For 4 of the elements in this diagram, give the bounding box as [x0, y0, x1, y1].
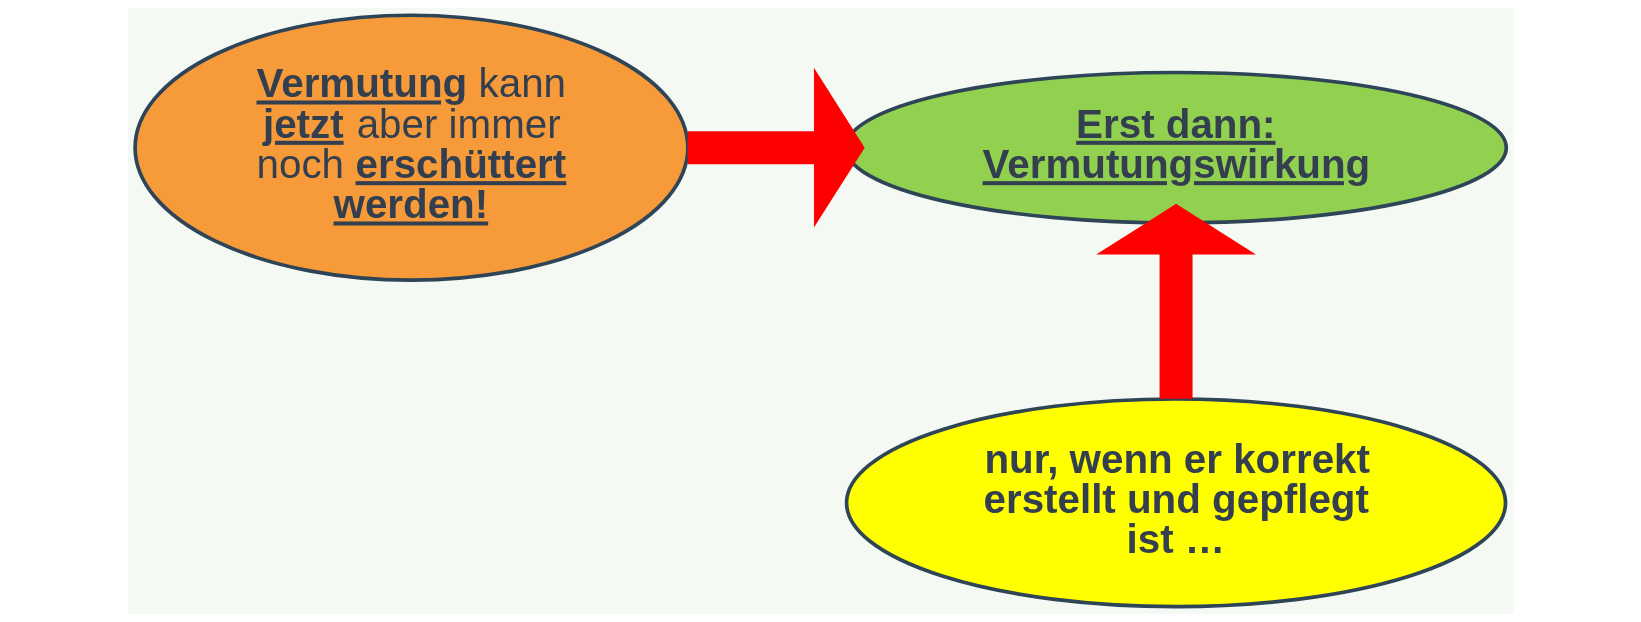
node-ellipse: Vermutung kann jetzt aber immer noch erschüttert werden!	[132, 13, 690, 282]
arrow	[687, 67, 865, 228]
node-ellipse: nur, wenn er korrekt erstellt und gepflegt ist …	[844, 397, 1507, 609]
arrow	[1095, 203, 1256, 399]
